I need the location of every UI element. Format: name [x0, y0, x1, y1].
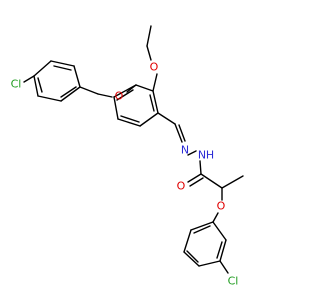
bond — [146, 45, 152, 61]
bond — [117, 118, 141, 127]
chlorine-atom-2: Cl — [228, 275, 239, 288]
bond — [116, 89, 134, 101]
oxygen-atom-phenoxy: O — [217, 200, 226, 213]
bond — [135, 84, 154, 92]
bond — [60, 86, 77, 98]
oxygen-atom-carbonyl: O — [177, 180, 186, 193]
atom-label: O — [150, 61, 159, 74]
bond — [216, 241, 223, 259]
atom-label: N — [198, 149, 206, 162]
bond — [219, 239, 227, 262]
bond — [73, 65, 81, 88]
oxygen-atom-ethoxy: O — [150, 61, 159, 74]
bond — [37, 77, 43, 93]
bond — [190, 221, 214, 231]
bond — [23, 75, 35, 83]
structure-diagram: Cl O O N N H O O Cl — [11, 25, 244, 288]
atom-label: O — [115, 90, 124, 103]
bond — [113, 96, 119, 120]
bond — [183, 251, 200, 267]
atom-label: O — [177, 180, 186, 193]
bond — [33, 60, 52, 77]
atom-label: Cl — [228, 275, 239, 288]
chlorine-atom-1: Cl — [11, 78, 22, 91]
bond — [198, 260, 221, 267]
nitrogen-atom-imine: N — [181, 144, 189, 157]
atom-label: H — [206, 149, 214, 162]
bond — [187, 150, 197, 156]
bond — [33, 75, 39, 97]
bond — [50, 60, 75, 67]
bond — [139, 112, 159, 127]
bond — [146, 25, 152, 47]
bond — [187, 173, 202, 183]
molecule-canvas: Cl O O N N H O O Cl — [10, 25, 244, 288]
bond — [193, 225, 211, 234]
bond — [212, 212, 219, 223]
atom-label: O — [217, 200, 226, 213]
bond — [174, 123, 183, 143]
bond — [37, 95, 62, 102]
bond — [53, 65, 72, 71]
bond — [97, 93, 113, 98]
bond — [199, 160, 202, 175]
atom-label: N — [181, 144, 189, 157]
oxygen-atom-benzyl: O — [115, 90, 124, 103]
bond — [178, 124, 186, 142]
nitrogen-atom-amide: N H — [198, 149, 214, 162]
atom-labels: Cl O O N N H O O Cl — [11, 61, 239, 288]
bond — [212, 221, 227, 241]
bond — [189, 177, 204, 187]
bond — [152, 90, 159, 114]
bond — [79, 86, 99, 95]
bond — [113, 84, 137, 98]
bond — [157, 112, 176, 125]
bond — [149, 94, 155, 112]
bond — [186, 250, 199, 263]
bond — [120, 115, 140, 123]
atom-label: Cl — [11, 78, 22, 91]
bond — [221, 175, 244, 189]
bond — [152, 73, 158, 92]
bond — [183, 229, 192, 253]
bond — [60, 86, 81, 102]
bonds — [23, 25, 244, 274]
bond — [200, 173, 223, 189]
bond — [219, 260, 229, 274]
